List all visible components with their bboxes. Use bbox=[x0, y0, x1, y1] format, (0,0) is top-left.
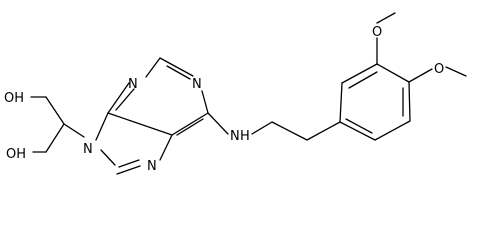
ethylamino-linker bbox=[207, 112, 341, 141]
amine-n-label: N bbox=[230, 129, 240, 144]
methoxy-o-top-label: O bbox=[372, 25, 382, 40]
n7-label: N bbox=[147, 159, 157, 174]
methoxy-o-right-label: O bbox=[434, 62, 444, 77]
oh-bottom-label: OH bbox=[6, 147, 26, 162]
benzene-ring bbox=[339, 63, 411, 141]
imidazole-ring bbox=[95, 112, 173, 175]
pyrimidine-ring bbox=[107, 57, 209, 136]
n1-label: N bbox=[192, 77, 202, 92]
amine-h-label: H bbox=[240, 129, 250, 144]
n3-label: N bbox=[128, 77, 138, 92]
molecule-drawing: OH OH N N N N N H O O bbox=[4, 12, 467, 175]
methoxy-groups bbox=[376, 12, 467, 83]
n9-label: N bbox=[83, 142, 93, 157]
oh-top-label: OH bbox=[4, 91, 24, 106]
diol-chain bbox=[30, 96, 85, 153]
structure-canvas: OH OH N N N N N H O O bbox=[4, 12, 467, 175]
